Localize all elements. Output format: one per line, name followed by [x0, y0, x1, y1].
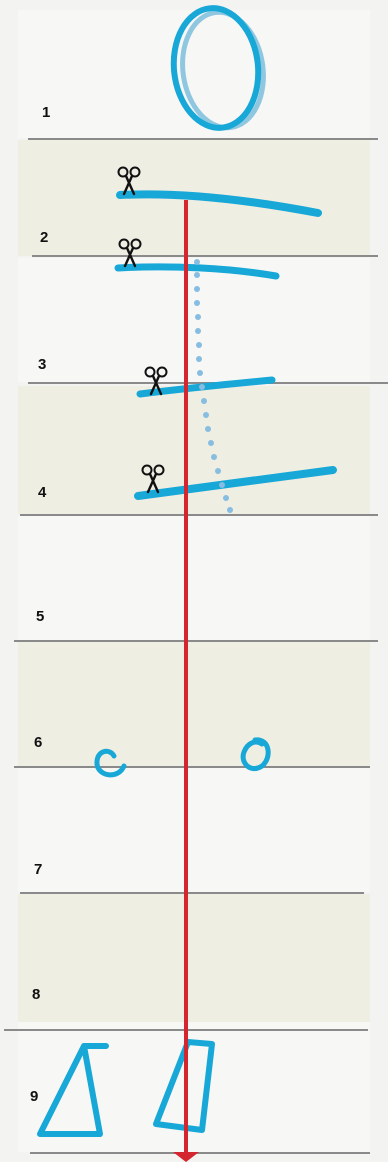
step-label-2: 2 — [40, 229, 49, 246]
brush-stroke-2b — [114, 263, 280, 280]
stroke-shape-left — [37, 1043, 109, 1137]
step-label-8: 8 — [32, 986, 41, 1003]
separator-line — [20, 514, 378, 516]
panel-5 — [18, 516, 370, 640]
arrow-down-icon — [173, 1152, 199, 1162]
letter-o-small-right — [240, 737, 271, 772]
dotted-guide — [194, 259, 233, 513]
panel-4 — [18, 386, 370, 514]
step-label-9: 9 — [30, 1088, 39, 1105]
scissors-icon — [118, 238, 142, 268]
step-label-7: 7 — [34, 861, 43, 878]
brush-stroke-3 — [136, 376, 276, 398]
separator-line — [28, 138, 378, 140]
panel-8 — [18, 894, 370, 1028]
separator-line — [20, 892, 364, 894]
step-label-3: 3 — [38, 356, 47, 373]
separator-line — [14, 640, 378, 642]
step-label-6: 6 — [34, 734, 43, 751]
panel-6 — [18, 642, 370, 766]
step-label-4: 4 — [38, 484, 47, 501]
step-label-5: 5 — [36, 608, 45, 625]
scissors-icon — [117, 166, 141, 196]
separator-line — [30, 1152, 370, 1154]
separator-line — [14, 766, 370, 768]
separator-line — [32, 255, 378, 257]
brush-stroke-4 — [134, 466, 337, 500]
scissors-icon — [141, 464, 165, 494]
brush-stroke-2 — [116, 190, 322, 217]
panel-7 — [18, 768, 370, 892]
step-label-1: 1 — [42, 104, 51, 121]
letter-o-small-left — [94, 748, 127, 778]
letter-o-large — [170, 5, 266, 131]
panel-3 — [18, 258, 370, 382]
